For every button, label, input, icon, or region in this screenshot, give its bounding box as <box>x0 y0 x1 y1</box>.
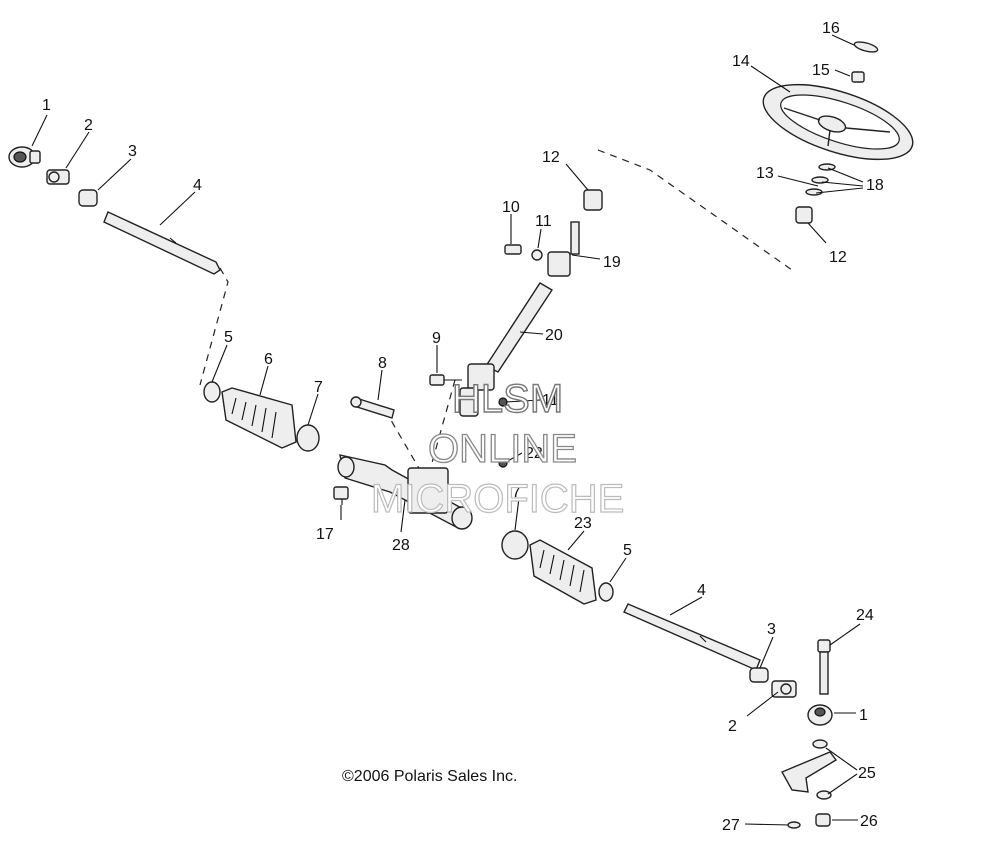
jam-nut-right[interactable] <box>771 680 797 698</box>
callout-26: 26 <box>860 813 878 830</box>
callout-10: 10 <box>502 199 520 216</box>
callout-23: 23 <box>574 515 592 532</box>
callout-2-left: 2 <box>84 117 93 134</box>
alignment-lines <box>199 149 793 471</box>
callout-labels: 1 2 3 4 5 6 7 8 9 10 11 12 13 14 15 16 1… <box>42 20 884 834</box>
bushing-12-upper[interactable] <box>583 189 603 211</box>
watermark-line-3: MICROFICHE <box>371 477 624 521</box>
steering-rack[interactable] <box>337 454 473 530</box>
callout-16: 16 <box>822 20 840 37</box>
callout-5-left: 5 <box>224 329 233 346</box>
tie-rod-right[interactable] <box>623 603 761 671</box>
callout-9: 9 <box>432 330 441 347</box>
callout-17: 17 <box>316 526 334 543</box>
adjuster-sleeve-right[interactable] <box>749 667 769 683</box>
tie-rod-left[interactable] <box>103 211 221 275</box>
nut-11[interactable] <box>531 249 543 261</box>
callout-25: 25 <box>858 765 876 782</box>
callout-27: 27 <box>722 817 740 834</box>
callout-13: 13 <box>756 165 774 182</box>
callout-3-right: 3 <box>767 621 776 638</box>
boot-right[interactable] <box>529 539 597 605</box>
nut-26[interactable] <box>815 813 831 827</box>
steering-shaft-20[interactable] <box>484 282 553 373</box>
callout-20: 20 <box>545 327 563 344</box>
boot-clamp-7-left[interactable] <box>296 424 320 452</box>
bolt-10[interactable] <box>504 244 522 255</box>
cap-16[interactable] <box>853 40 879 54</box>
callout-11-lower: 11 <box>542 392 559 409</box>
copyright-text: ©2006 Polaris Sales Inc. <box>342 768 517 785</box>
callout-3-left: 3 <box>128 143 137 160</box>
bolt-17[interactable] <box>333 486 349 505</box>
watermark-line-2: ONLINE <box>428 427 577 471</box>
callout-1-left: 1 <box>42 97 51 114</box>
tie-rod-end-right[interactable] <box>807 704 833 726</box>
nut-15[interactable] <box>851 71 865 83</box>
callout-24: 24 <box>856 607 874 624</box>
callout-8: 8 <box>378 355 387 372</box>
jam-nut-left[interactable] <box>46 169 70 185</box>
bracket-25[interactable] <box>781 751 838 793</box>
callout-1-right: 1 <box>859 707 868 724</box>
callout-4-left: 4 <box>193 177 202 194</box>
callout-2-right: 2 <box>728 718 737 735</box>
callout-18: 18 <box>866 177 884 194</box>
callout-6: 6 <box>264 351 273 368</box>
callout-19: 19 <box>603 254 621 271</box>
callout-11-upper: 11 <box>535 213 552 230</box>
leader-lines <box>31 34 864 821</box>
callout-15: 15 <box>812 62 830 79</box>
callout-28: 28 <box>392 537 410 554</box>
u-joint-lower[interactable] <box>459 363 495 417</box>
washers-25[interactable] <box>812 739 832 800</box>
boot-clamp-7-right[interactable] <box>501 530 529 560</box>
bushing-12-lower[interactable] <box>795 206 813 224</box>
steering-wheel[interactable] <box>755 69 922 174</box>
bolt-8[interactable] <box>350 396 395 419</box>
watermark-line-1: HLSM <box>452 377 563 421</box>
callout-22: 22 <box>525 445 543 462</box>
adjuster-sleeve-left[interactable] <box>78 189 98 207</box>
callout-7-right: 7 <box>512 484 521 501</box>
nut-22[interactable] <box>498 458 508 468</box>
callout-12-upper: 12 <box>542 149 560 166</box>
tie-rod-end-left[interactable] <box>8 146 41 168</box>
boot-clamp-5-left[interactable] <box>203 381 221 403</box>
callout-14: 14 <box>732 53 750 70</box>
bolt-24[interactable] <box>817 639 831 695</box>
u-joint-upper-19[interactable] <box>547 221 580 277</box>
boot-left[interactable] <box>221 387 297 449</box>
callout-7-left: 7 <box>314 379 323 396</box>
callout-12-lower: 12 <box>829 249 847 266</box>
callout-5-right: 5 <box>623 542 632 559</box>
boot-clamp-5-right[interactable] <box>598 582 614 602</box>
callout-4-right: 4 <box>697 582 706 599</box>
watermark: HLSM ONLINE MICROFICHE <box>370 376 625 521</box>
cotter-pin-27[interactable] <box>744 821 801 829</box>
bolt-9[interactable] <box>429 374 462 386</box>
